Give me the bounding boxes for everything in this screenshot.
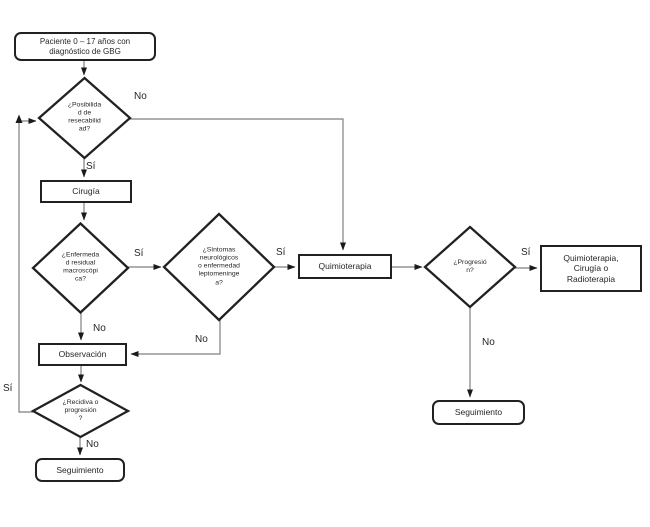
decision-residual-shape [31,221,130,315]
edge-resectability-no-to-chemotherapy [130,118,346,251]
edge-label-progression-no: No [482,337,495,348]
up-arrowhead [15,114,23,123]
edge-label-symptoms-yes: Sí [276,247,286,258]
decision-resectability-shape [37,76,132,160]
edge-label-progression-yes: Sí [521,247,531,258]
edge-label-residual-yes: Sí [134,248,144,259]
node-start: Paciente 0 – 17 años con diagnóstico de … [14,32,156,61]
node-followup-bottom: Seguimiento [35,458,125,482]
node-observation-label: Observación [58,349,107,360]
edge-label-resectability-yes: Sí [86,161,96,172]
decision-progression-shape [423,225,517,309]
node-surgery: Cirugía [40,180,132,203]
node-chemotherapy-label: Quimioterapia [318,261,372,272]
edge-label-symptoms-no: No [195,334,208,345]
decision-symptoms-shape [162,212,276,322]
node-chemotherapy: Quimioterapia [298,254,392,279]
edge-symptoms-no-to-observation [130,320,221,357]
edge-label-relapse-yes: Sí [3,383,13,394]
node-followup-right: Seguimiento [432,400,525,425]
edge-label-resectability-no: No [134,91,147,102]
node-followup-right-label: Seguimiento [454,407,503,418]
node-surgery-label: Cirugía [72,186,100,197]
edge-label-relapse-no: No [86,439,99,450]
edge-label-residual-no: No [93,323,106,334]
decision-relapse-shape [30,383,131,439]
node-chemo-surgery-radio: Quimioterapia, Cirugía o Radioterapia [540,245,642,292]
node-observation: Observación [38,343,127,366]
node-start-label: Paciente 0 – 17 años con diagnóstico de … [39,36,131,56]
node-chemo-surgery-radio-label: Quimioterapia, Cirugía o Radioterapia [563,252,619,284]
node-followup-bottom-label: Seguimiento [56,464,104,475]
edge-relapse-yes-to-resectability [18,118,37,413]
